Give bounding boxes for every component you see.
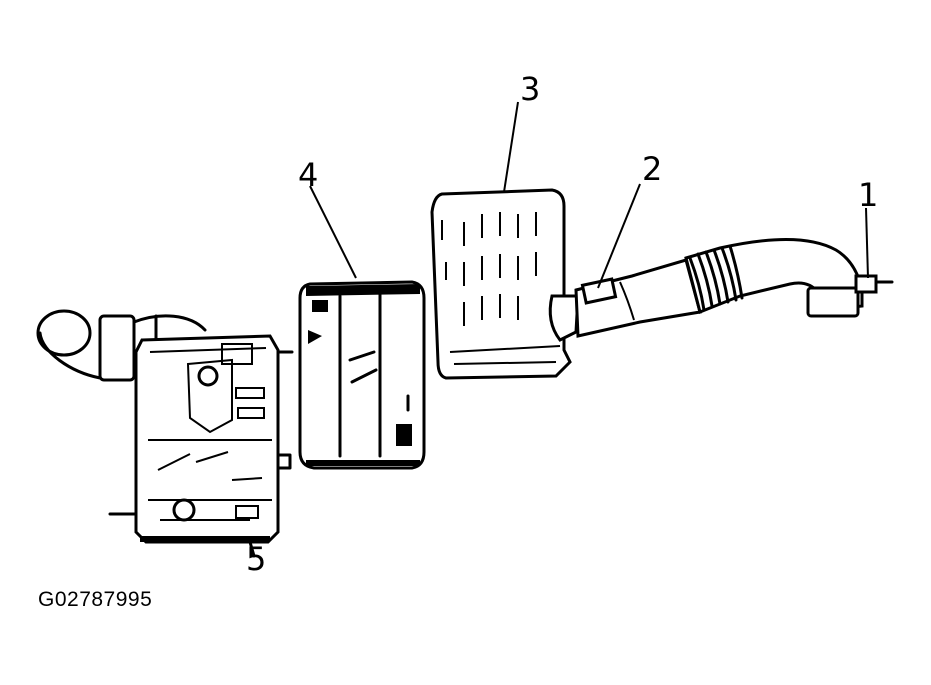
part-4-air-filter-element	[298, 280, 426, 470]
figure-id-label: G02787995	[38, 588, 153, 611]
part-3-air-cleaner-cover	[430, 188, 580, 380]
callout-4: 4	[298, 156, 318, 194]
part-5-air-cleaner-housing	[36, 309, 294, 558]
callout-leaders	[309, 101, 869, 289]
part-1-intake-hose	[684, 237, 894, 318]
callout-2: 2	[642, 150, 662, 188]
callout-3: 3	[520, 70, 540, 108]
callout-1: 1	[858, 176, 878, 214]
callout-5: 5	[246, 540, 266, 578]
part-2-outlet-duct	[574, 258, 702, 338]
